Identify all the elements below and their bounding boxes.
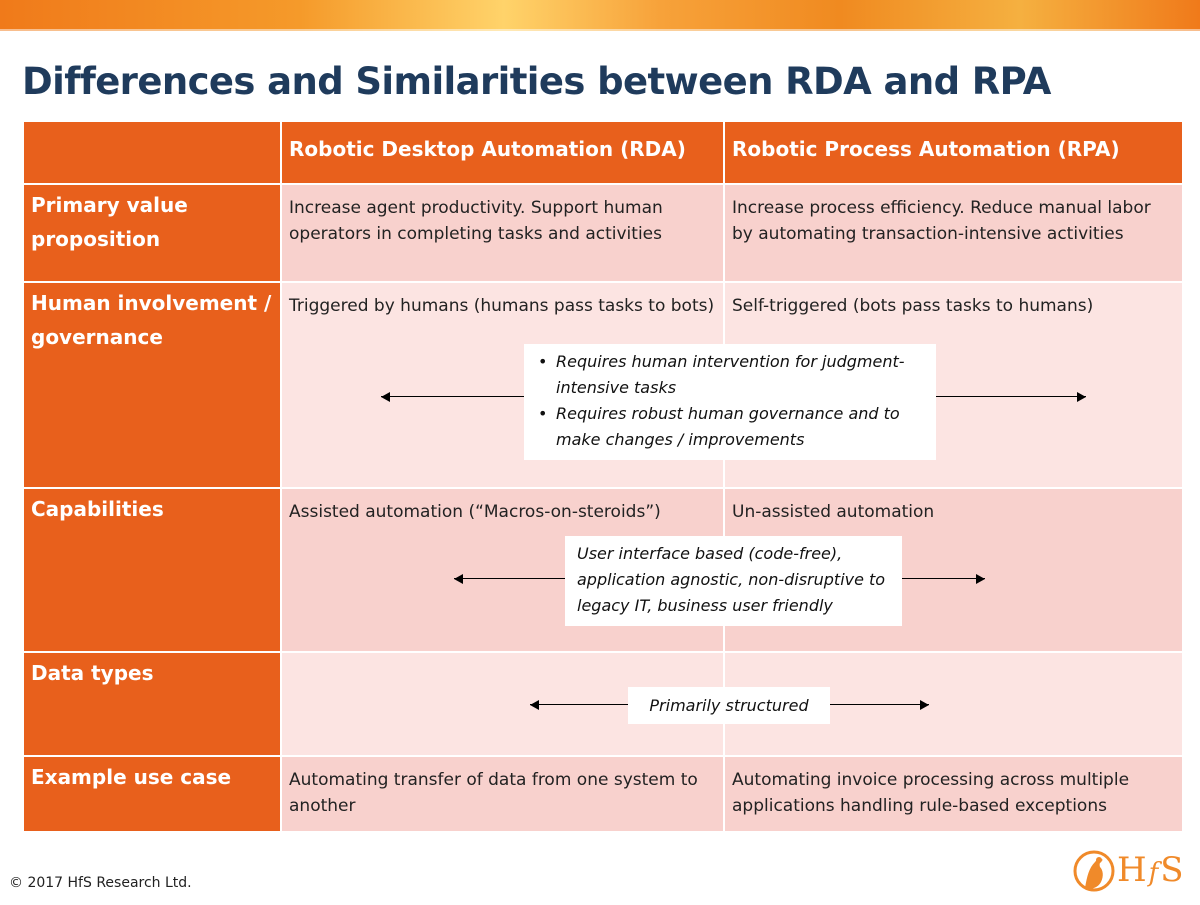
row-label-human-involvement: Human involvement / governance (22, 281, 282, 489)
header-rpa: Robotic Process Automation (RPA) (723, 120, 1184, 185)
logo-letter-f: f (1148, 858, 1161, 888)
top-banner (0, 0, 1200, 31)
callout-capabilities-text: User interface based (code-free), applic… (577, 544, 886, 615)
table-row: Primary value proposition Increase agent… (22, 183, 1184, 283)
page-title: Differences and Similarities between RDA… (22, 60, 1051, 103)
callout-bullet: Requires human intervention for judgment… (532, 349, 926, 401)
callout-capabilities: User interface based (code-free), applic… (565, 536, 902, 626)
hfs-logo: HfS (1073, 848, 1191, 896)
table-header-row: Robotic Desktop Automation (RDA) Robotic… (22, 120, 1184, 185)
copyright-footer: © 2017 HfS Research Ltd. (9, 875, 192, 891)
cell-rda-example-use-case: Automating transfer of data from one sys… (280, 755, 725, 833)
row-label-example-use-case: Example use case (22, 755, 282, 833)
table-row: Example use case Automating transfer of … (22, 755, 1184, 833)
cell-rpa-example-use-case: Automating invoice processing across mul… (723, 755, 1184, 833)
hfs-logo-mark-icon (1073, 850, 1115, 892)
header-rda: Robotic Desktop Automation (RDA) (280, 120, 725, 185)
row-label-data-types: Data types (22, 651, 282, 757)
row-label-value-proposition: Primary value proposition (22, 183, 282, 283)
callout-data-types-text: Primarily structured (649, 696, 809, 715)
callout-human-involvement: Requires human intervention for judgment… (524, 344, 936, 460)
header-empty-cell (22, 120, 282, 185)
row-label-capabilities: Capabilities (22, 487, 282, 653)
comparison-table: Robotic Desktop Automation (RDA) Robotic… (22, 120, 1184, 833)
logo-letter-h: H (1117, 850, 1149, 890)
cell-rda-value-proposition: Increase agent productivity. Support hum… (280, 183, 725, 283)
table-row: Capabilities Assisted automation (“Macro… (22, 487, 1184, 653)
logo-letter-s: S (1160, 850, 1186, 890)
callout-bullet: Requires robust human governance and to … (532, 401, 926, 453)
callout-data-types: Primarily structured (628, 687, 830, 724)
cell-rpa-value-proposition: Increase process efficiency. Reduce manu… (723, 183, 1184, 283)
hfs-logo-wordmark: HfS (1117, 850, 1186, 890)
